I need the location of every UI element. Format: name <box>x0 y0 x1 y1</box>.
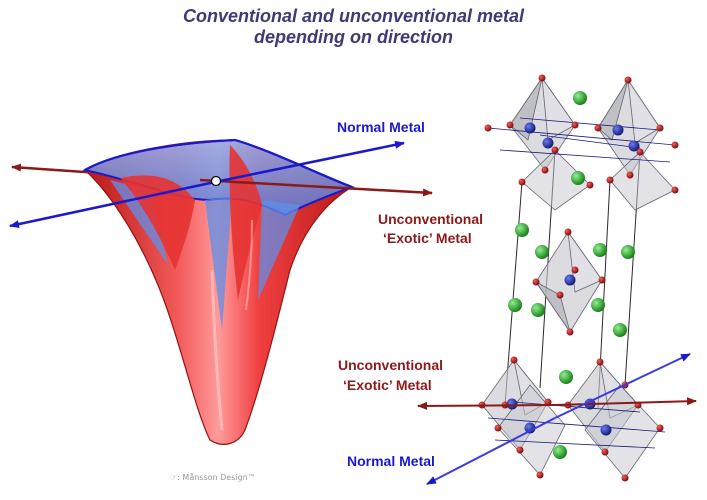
crystal-unconventional-arrow-right <box>554 397 697 406</box>
label-unconventional-right-line2: ‘Exotic’ Metal <box>383 230 472 246</box>
crystal-unconventional-arrow-left <box>417 401 556 410</box>
crystal-structure <box>417 74 697 485</box>
dispersion-surface <box>9 138 433 445</box>
label-unconventional-right-line1: Unconventional <box>378 211 483 227</box>
label-unconventional-lower-line2: ‘Exotic’ Metal <box>343 377 432 393</box>
page-title: Conventional and unconventional metal de… <box>0 6 707 48</box>
unconventional-direction-arrow <box>199 178 433 197</box>
fermi-point <box>210 175 222 187</box>
normal-direction-arrow-left <box>9 180 216 229</box>
metal-atoms <box>506 122 640 436</box>
title-line-1: Conventional and unconventional metal <box>182 6 525 26</box>
label-unconventional-lower-line1: Unconventional <box>338 357 443 373</box>
normal-direction-arrow-right <box>214 140 405 184</box>
label-normal-metal-top: Normal Metal <box>337 119 425 135</box>
design-credit: ☞: Månsson Design™ <box>170 472 256 482</box>
crystal-normal-arrow-down <box>426 417 556 485</box>
title-line-2: depending on direction <box>254 27 453 47</box>
label-normal-metal-bottom: Normal Metal <box>347 453 435 469</box>
green-atoms <box>508 91 635 459</box>
crystal-normal-arrow-up <box>554 353 691 419</box>
